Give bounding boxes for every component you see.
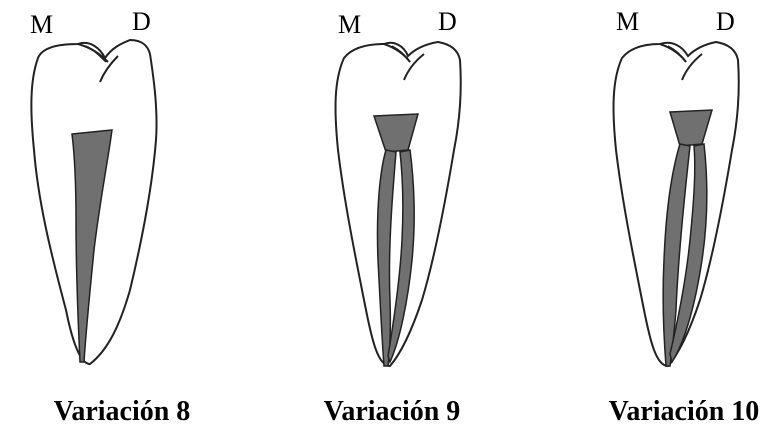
variation-panel-10: M D Variación 10	[516, 0, 776, 436]
tooth-diagram-8: M D Variación 8	[0, 0, 260, 436]
variation-caption: Variación 8	[54, 396, 191, 427]
variation-caption: Variación 9	[324, 396, 461, 427]
tooth-diagram-9: M D Variación 9	[262, 0, 522, 436]
distal-label: D	[132, 7, 151, 36]
variation-panel-8: M D Variación 8	[0, 0, 260, 436]
distal-label: D	[716, 7, 735, 36]
variation-caption: Variación 10	[609, 396, 760, 427]
mesial-label: M	[616, 7, 639, 36]
distal-label: D	[438, 7, 457, 36]
variation-panel-9: M D Variación 9	[262, 0, 522, 436]
mesial-label: M	[338, 10, 361, 39]
tooth-diagram-10: M D Variación 10	[516, 0, 776, 436]
mesial-label: M	[30, 10, 53, 39]
